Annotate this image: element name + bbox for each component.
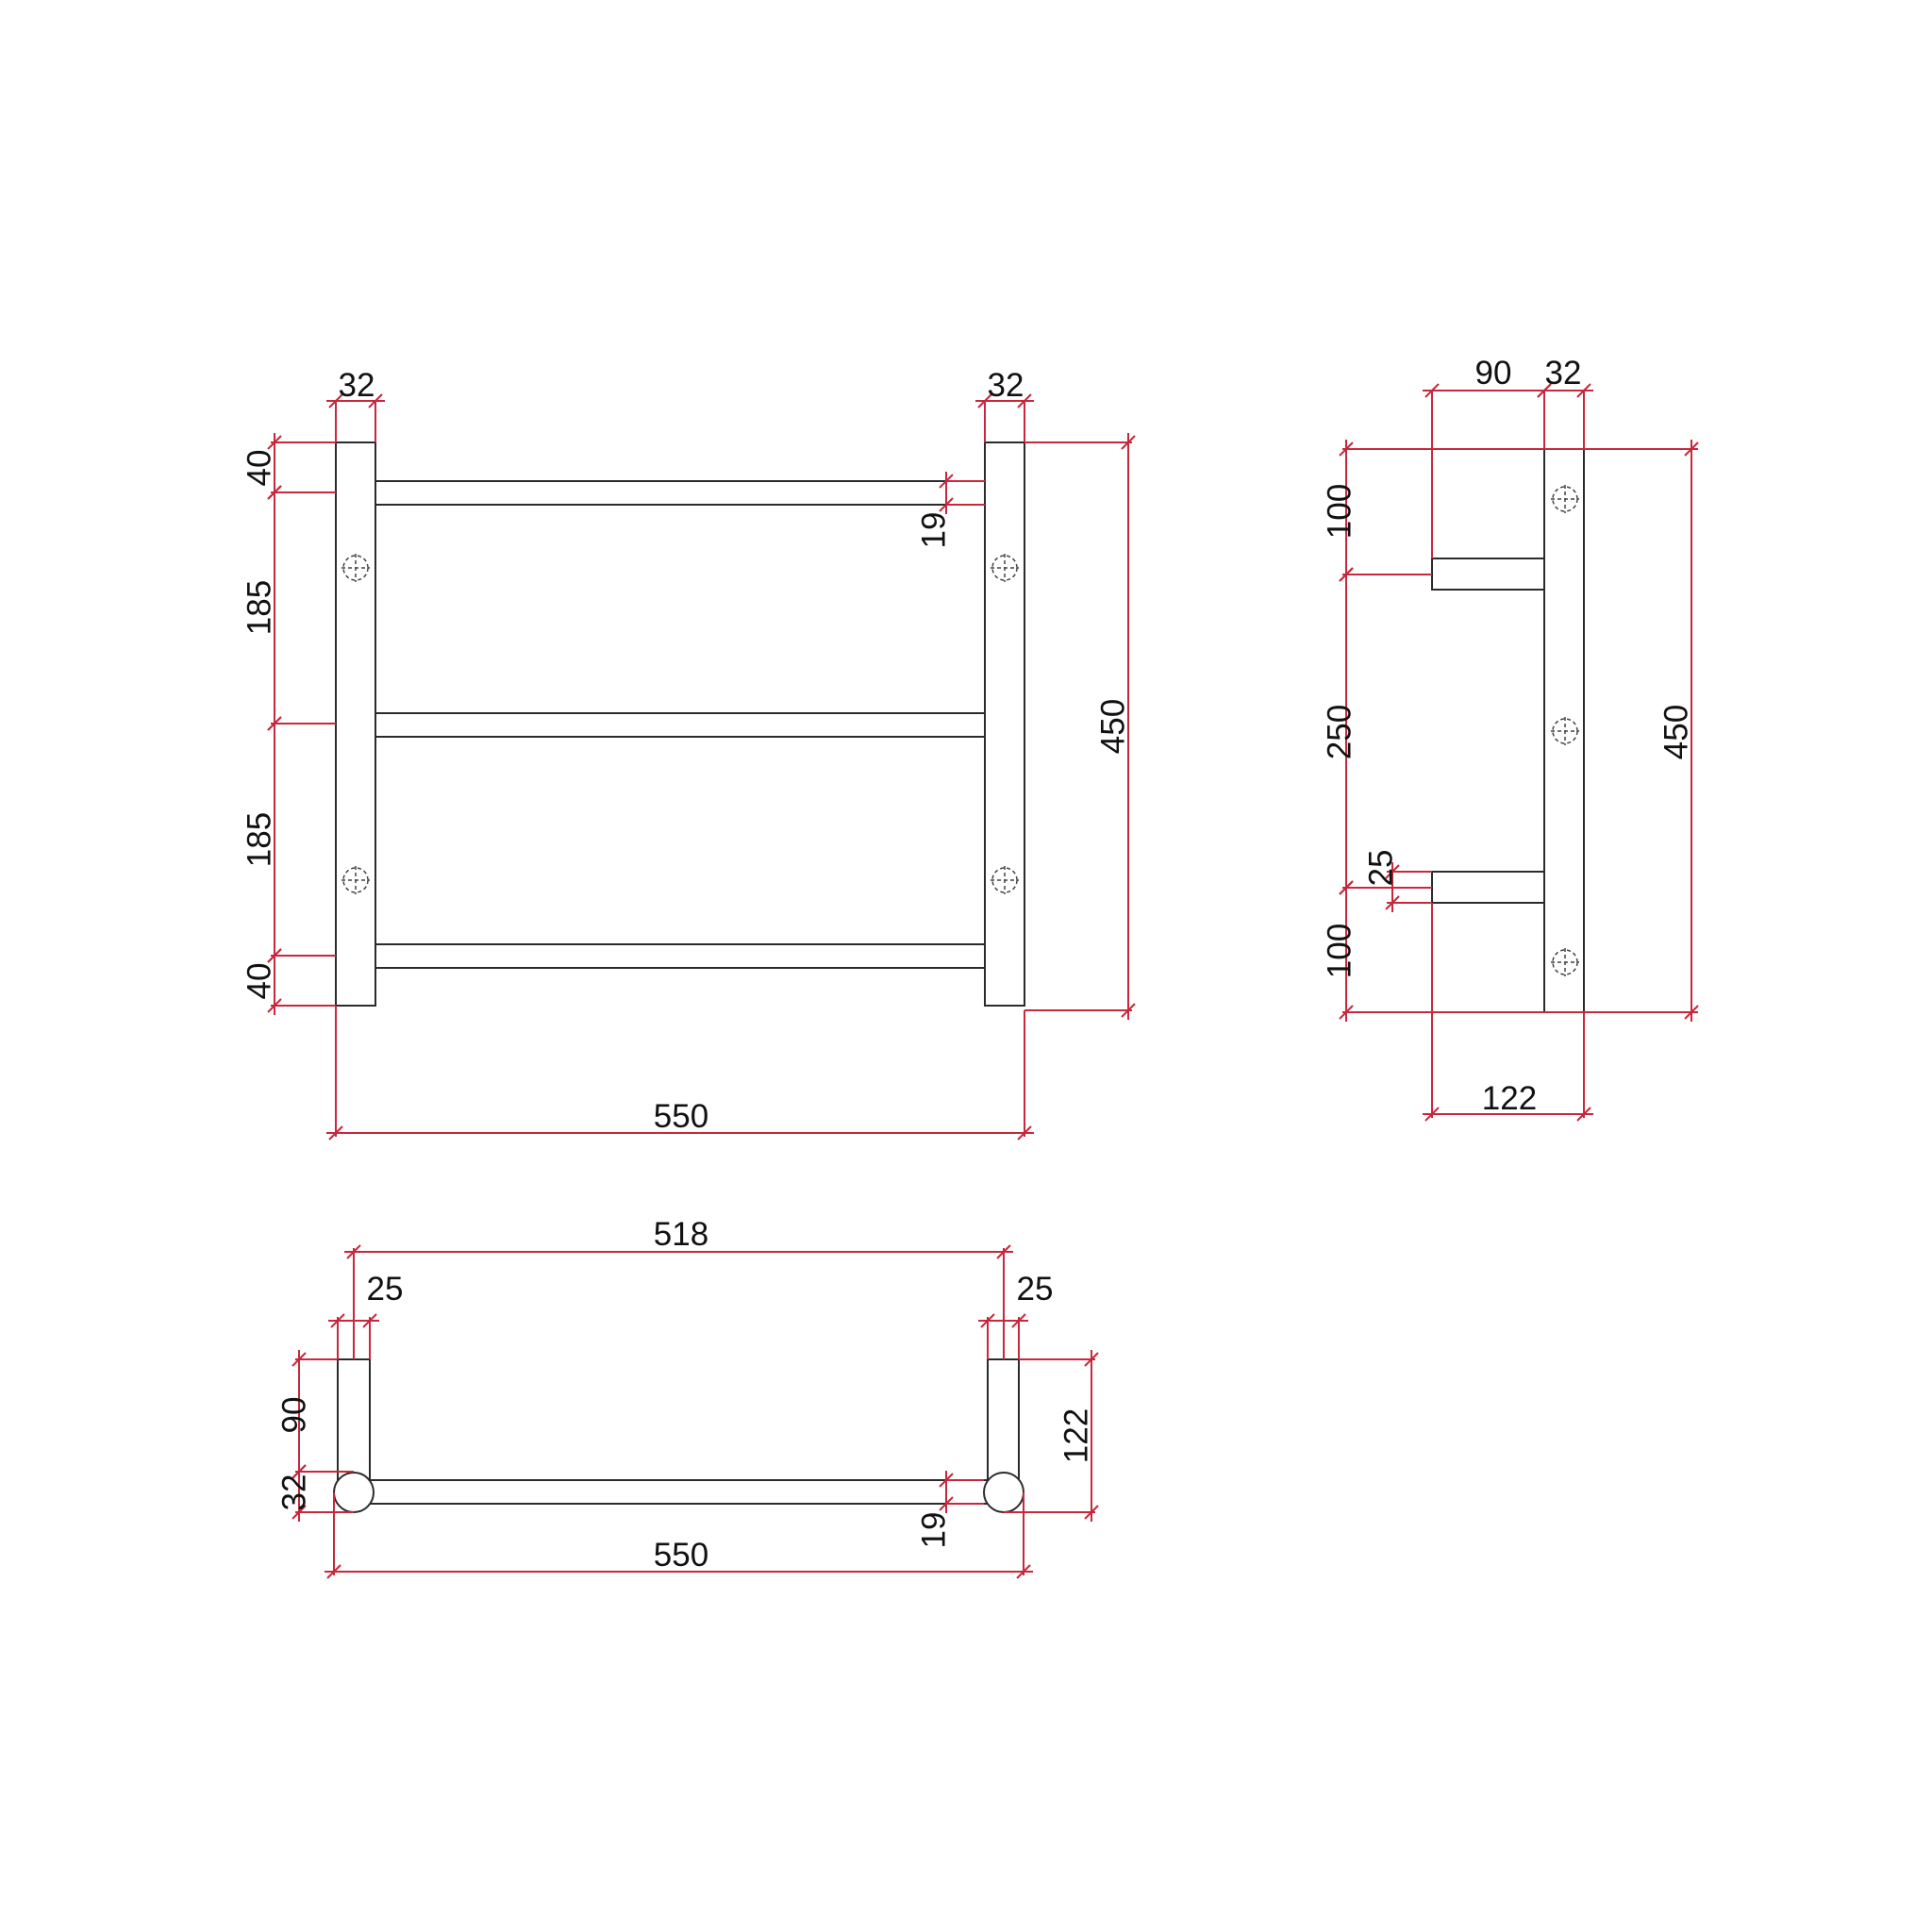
dimension-label: 32 — [1545, 355, 1582, 391]
dimension-518: 518 — [344, 1216, 1013, 1359]
dimension-90: 90 — [1423, 355, 1554, 558]
dimension-label: 32 — [988, 367, 1024, 404]
vertical-post — [335, 441, 376, 1007]
dimension-550: 550 — [325, 1492, 1033, 1579]
dimension-100: 100 — [1322, 440, 1698, 584]
dimension-label: 550 — [654, 1537, 708, 1574]
dimension-label: 185 — [242, 812, 278, 867]
dimension-label: 90 — [1475, 355, 1512, 391]
dimension-label: 100 — [1322, 924, 1358, 978]
dimension-19: 19 — [916, 472, 985, 549]
vertical-post — [984, 441, 1025, 1007]
dimension-label: 25 — [367, 1271, 404, 1307]
towel-rail — [354, 1479, 1005, 1505]
dimension-32: 32 — [276, 1462, 354, 1522]
dimension-32: 32 — [326, 367, 385, 442]
dimension-label: 100 — [1322, 484, 1358, 539]
dimension-label: 185 — [242, 580, 278, 635]
dimension-450: 450 — [1024, 433, 1136, 1020]
dimension-25: 25 — [1363, 850, 1432, 912]
dimension-32: 32 — [975, 367, 1034, 442]
post-section — [983, 1472, 1024, 1513]
mounting-hole-icon — [341, 554, 370, 582]
post-section — [333, 1472, 375, 1513]
dimension-label: 19 — [916, 512, 953, 549]
dimension-label: 40 — [242, 450, 278, 487]
standoff-arm — [1431, 558, 1552, 591]
dimension-25: 25 — [328, 1271, 403, 1359]
dimension-label: 250 — [1322, 705, 1358, 759]
dimension-label: 550 — [654, 1098, 708, 1135]
dimension-122: 122 — [1423, 903, 1593, 1122]
dimension-122: 122 — [1004, 1350, 1099, 1522]
dimension-label: 19 — [916, 1512, 953, 1549]
dimension-550: 550 — [326, 1006, 1034, 1141]
dimension-label: 32 — [339, 367, 375, 404]
dimension-185: 185 — [242, 714, 336, 965]
towel-rail — [375, 480, 986, 506]
dimension-32: 32 — [1535, 355, 1593, 449]
dimension-label: 25 — [1017, 1271, 1054, 1307]
dimension-label: 122 — [1058, 1408, 1095, 1463]
dimension-label: 40 — [242, 963, 278, 1000]
dimension-label: 518 — [654, 1216, 708, 1253]
dimension-40: 40 — [242, 946, 336, 1015]
towel-rail — [375, 943, 986, 969]
dimension-label: 32 — [276, 1474, 313, 1511]
mounting-hole-icon — [341, 866, 370, 894]
dimension-90: 90 — [276, 1350, 354, 1481]
plan-view: 518 25 25 90 32 19 122 550 — [276, 1216, 1099, 1579]
dimension-label: 90 — [276, 1397, 313, 1434]
mounting-hole-icon — [991, 554, 1019, 582]
dimension-25: 25 — [978, 1271, 1053, 1359]
towel-rail — [375, 712, 986, 738]
front-elevation-view: 32 32 40 185 185 40 19 450 550 — [242, 367, 1136, 1141]
mounting-hole-icon — [1551, 485, 1579, 513]
dimension-250: 250 — [1322, 565, 1358, 897]
mounting-hole-icon — [1551, 717, 1579, 745]
mounting-hole-icon — [1551, 948, 1579, 976]
dimension-450: 450 — [1658, 440, 1699, 1022]
dimension-185: 185 — [242, 483, 336, 733]
standoff-arm — [1431, 871, 1552, 904]
side-elevation-view: 90 32 100 250 25 100 450 122 — [1322, 355, 1699, 1122]
dimension-label: 450 — [1658, 705, 1695, 759]
dimension-label: 450 — [1095, 699, 1132, 754]
dimension-40: 40 — [242, 433, 336, 502]
mounting-hole-icon — [991, 866, 1019, 894]
dimension-label: 25 — [1363, 850, 1400, 887]
dimension-100: 100 — [1322, 878, 1698, 1022]
dimension-label: 122 — [1482, 1080, 1537, 1117]
dimension-19: 19 — [916, 1471, 984, 1549]
